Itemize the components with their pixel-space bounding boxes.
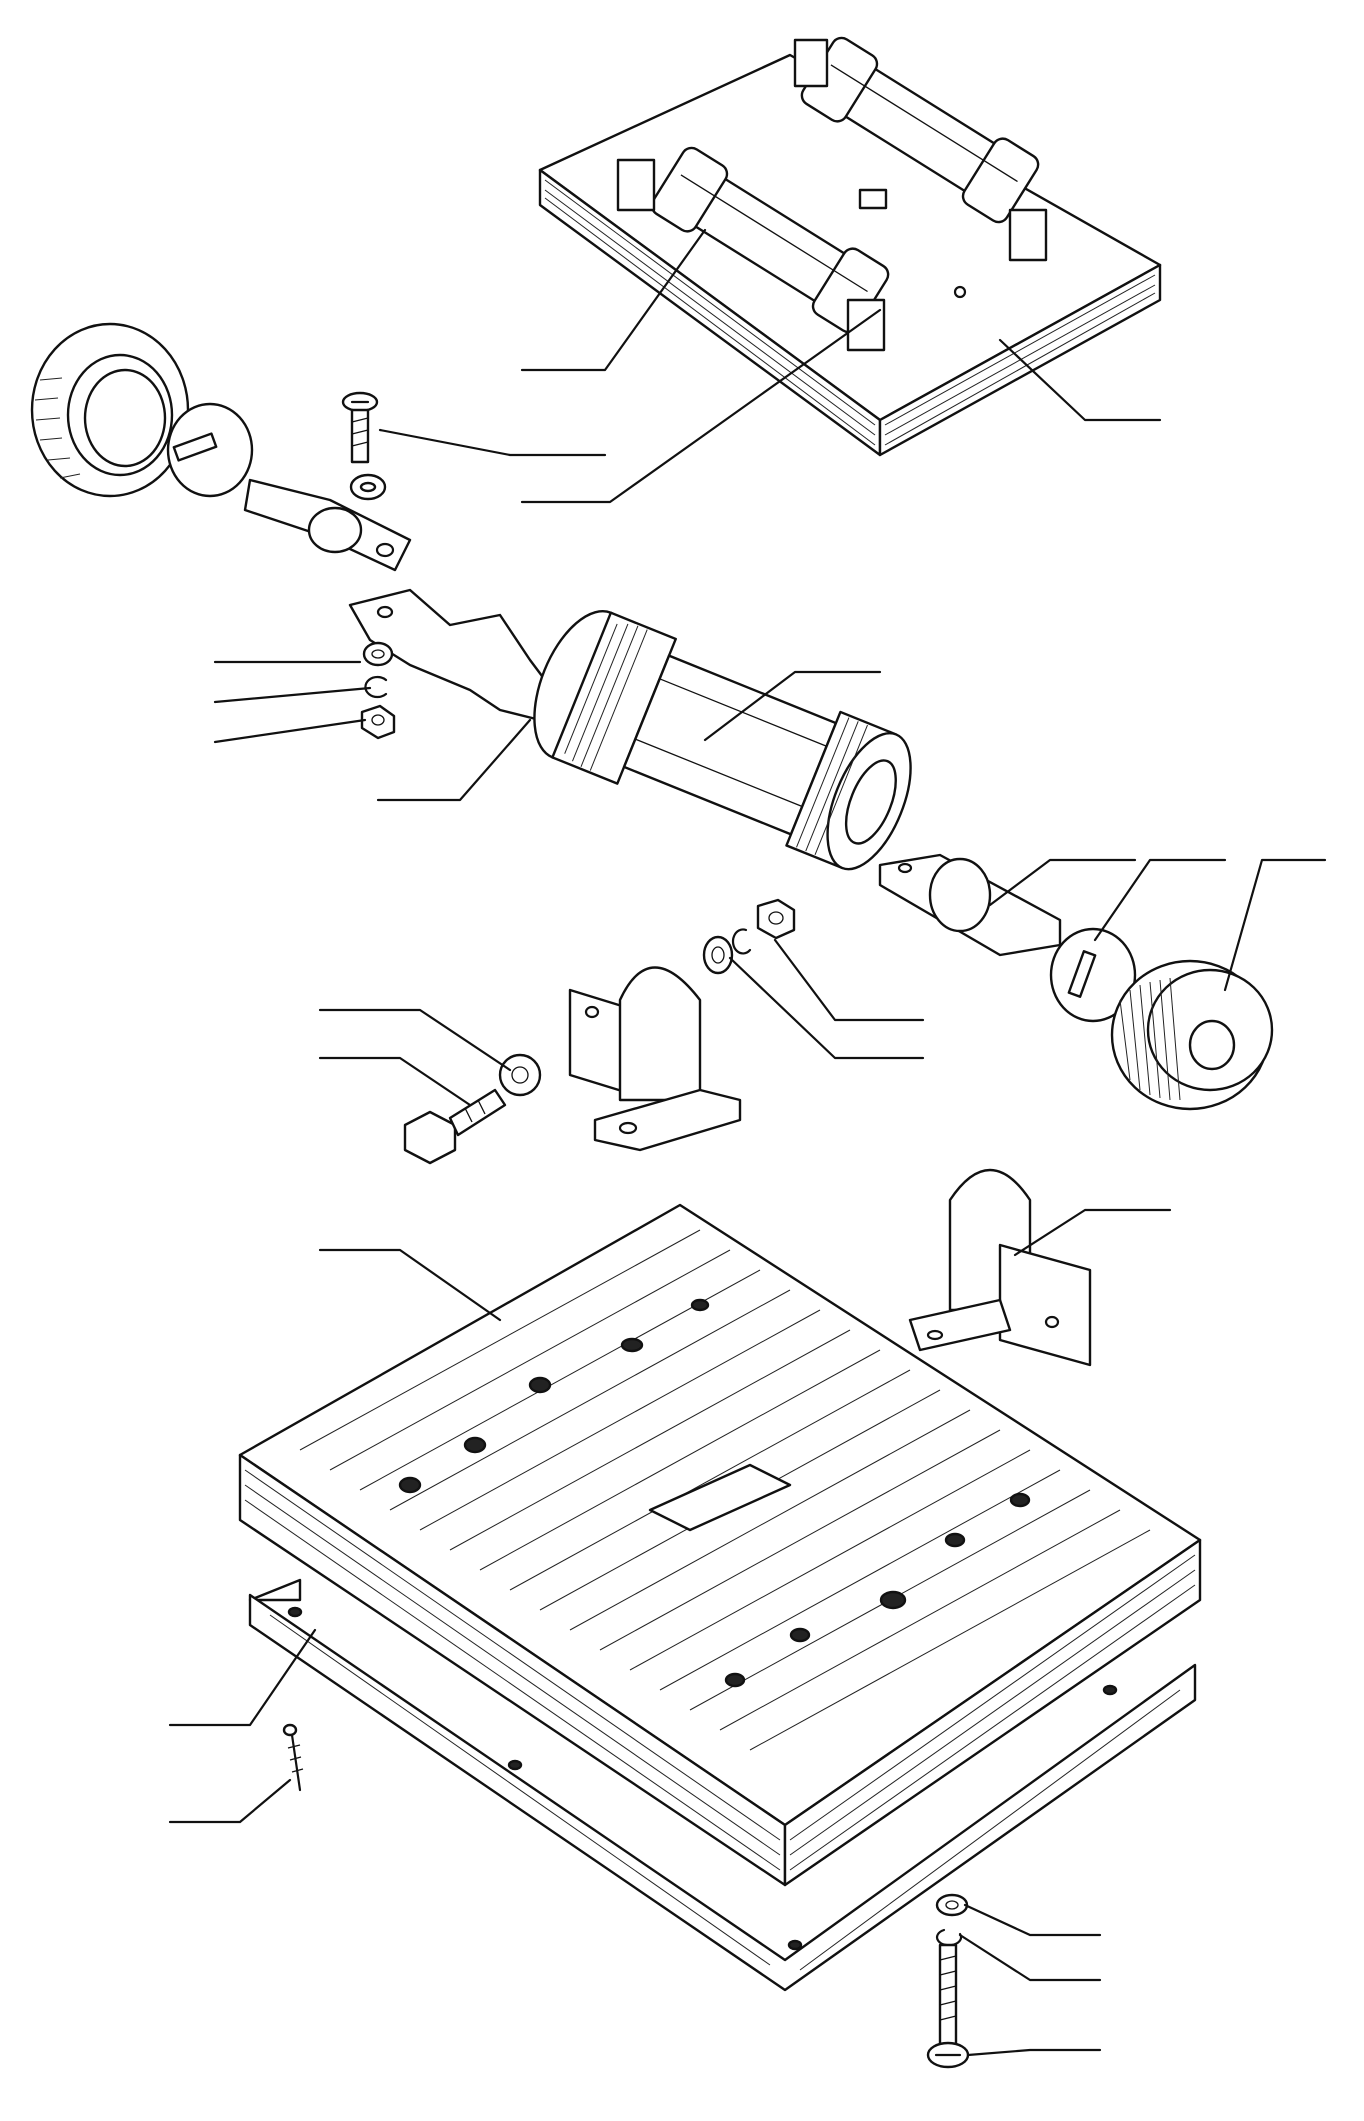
spring-washer-icon — [935, 1928, 963, 1947]
nut-icon — [756, 898, 796, 940]
slotted-disc-icon — [166, 402, 254, 498]
leader-line — [378, 428, 607, 457]
spring-washer-icon — [364, 675, 388, 699]
leader-line — [966, 2048, 1102, 2057]
washer-icon — [935, 1893, 969, 1917]
leader-line — [168, 1628, 317, 1727]
washer-icon — [362, 641, 394, 667]
leader-line — [318, 1008, 512, 1072]
washer-icon — [498, 1053, 542, 1097]
leader-line — [168, 1778, 292, 1824]
slotted-disc-icon — [1049, 927, 1137, 1023]
knurled-cap-icon — [30, 322, 190, 498]
leader-line — [213, 686, 372, 704]
leader-lines — [168, 228, 1327, 2057]
leader-line — [1093, 858, 1227, 942]
base-plate-icon — [248, 1578, 1197, 1992]
knurled-cap-icon — [1110, 959, 1274, 1111]
leader-line — [963, 1903, 1102, 1937]
long-bolt-icon — [926, 1943, 970, 2069]
leader-line — [318, 1056, 472, 1107]
leader-line — [1013, 1208, 1172, 1257]
fuse-cartridge-icon — [533, 610, 912, 871]
wood-screw-icon — [282, 1723, 304, 1792]
nut-icon — [360, 704, 396, 740]
leader-line — [318, 1248, 502, 1322]
insulating-board-icon — [238, 1203, 1202, 1887]
holder-bracket-assembled-icon — [908, 1168, 1092, 1367]
washer-icon — [349, 473, 387, 501]
holder-bracket-icon — [568, 966, 742, 1152]
leader-line — [958, 1933, 1102, 1982]
washer-icon — [702, 935, 734, 975]
blade-terminal-icon — [243, 478, 412, 572]
leader-line — [998, 338, 1162, 422]
leader-line — [988, 858, 1137, 907]
leader-line — [213, 718, 367, 744]
screw-icon — [341, 391, 379, 464]
leader-line — [728, 956, 925, 1060]
leader-line — [703, 670, 882, 742]
spring-washer-icon — [731, 928, 752, 955]
leader-line — [520, 308, 882, 504]
leader-line — [1223, 858, 1327, 992]
leader-line — [520, 228, 707, 372]
leader-line — [773, 938, 925, 1022]
blade-terminal-icon — [878, 853, 1062, 957]
bolt-icon — [403, 1088, 507, 1165]
leader-line — [376, 718, 532, 802]
assembled-fuse-base-icon — [538, 36, 1162, 457]
